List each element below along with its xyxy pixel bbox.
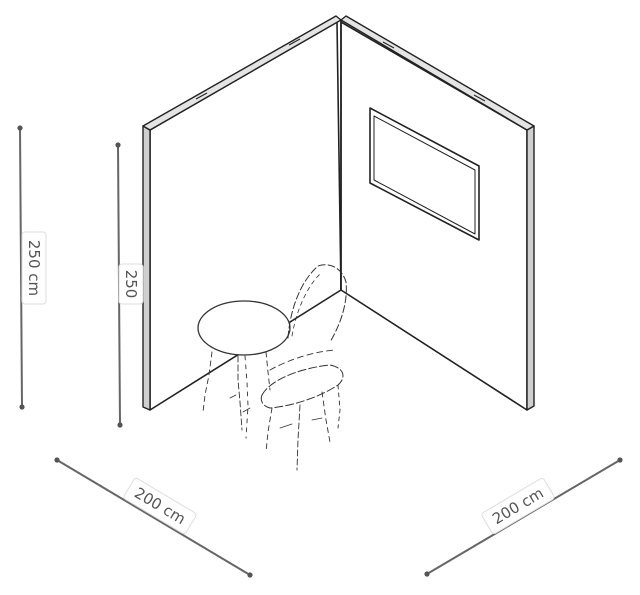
table-top bbox=[197, 300, 291, 356]
right-wall-edge bbox=[526, 125, 535, 411]
chair bbox=[260, 264, 347, 471]
height-outer-label: 250 cm bbox=[25, 240, 43, 296]
wall-screen bbox=[369, 107, 480, 241]
round-table bbox=[197, 300, 291, 439]
height-dimension-inner: 250 bbox=[115, 142, 144, 428]
width-dimension-left: 200 cm bbox=[54, 457, 253, 578]
panel-joints bbox=[195, 38, 486, 102]
right-wall-top bbox=[340, 15, 535, 131]
height-inner-label: 250 bbox=[122, 270, 140, 299]
left-wall-edge bbox=[142, 125, 151, 411]
height-dimension-outer: 250 cm bbox=[17, 125, 47, 410]
width-dimension-right: 200 cm bbox=[424, 457, 623, 577]
